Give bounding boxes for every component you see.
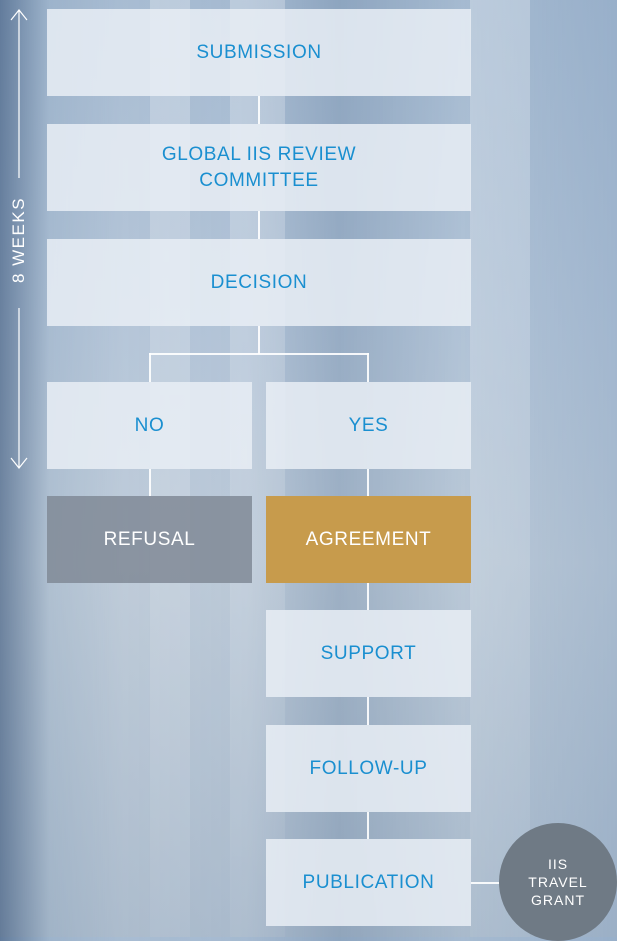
connector-line — [367, 469, 369, 496]
refusal-box: REFUSAL — [47, 496, 252, 583]
connector-line — [258, 211, 260, 239]
submission-box: SUBMISSION — [47, 9, 471, 96]
submission-label: SUBMISSION — [196, 41, 322, 63]
follow-up-label: FOLLOW-UP — [309, 757, 428, 779]
support-label: SUPPORT — [320, 642, 417, 664]
no-label: NO — [134, 414, 165, 436]
support-box: SUPPORT — [266, 610, 471, 697]
yes-label: YES — [348, 414, 389, 436]
travel-grant-label: IIS TRAVEL GRANT — [528, 855, 588, 909]
no-box: NO — [47, 382, 252, 469]
connector-line — [258, 96, 260, 124]
connector-line — [149, 353, 151, 382]
connector-line — [367, 353, 369, 382]
connector-line — [367, 583, 369, 610]
connector-line — [367, 812, 369, 839]
connector-line — [149, 353, 369, 355]
connector-line — [149, 469, 151, 496]
decision-label: DECISION — [210, 271, 308, 293]
follow-up-box: FOLLOW-UP — [266, 725, 471, 812]
agreement-box: AGREEMENT — [266, 496, 471, 583]
review-committee-box: GLOBAL IIS REVIEW COMMITTEE — [47, 124, 471, 211]
review-committee-label: GLOBAL IIS REVIEW COMMITTEE — [161, 143, 357, 191]
connector-line — [367, 697, 369, 725]
decision-box: DECISION — [47, 239, 471, 326]
travel-grant-circle: IIS TRAVEL GRANT — [499, 823, 617, 941]
connector-line — [258, 326, 260, 354]
connector-line — [471, 882, 500, 884]
refusal-label: REFUSAL — [103, 528, 196, 550]
publication-label: PUBLICATION — [302, 871, 435, 893]
yes-box: YES — [266, 382, 471, 469]
timeline-label: 8 WEEKS — [9, 196, 28, 284]
background-streak — [470, 0, 530, 937]
agreement-label: AGREEMENT — [305, 528, 432, 550]
timeline-arrow — [10, 9, 28, 469]
publication-box: PUBLICATION — [266, 839, 471, 926]
